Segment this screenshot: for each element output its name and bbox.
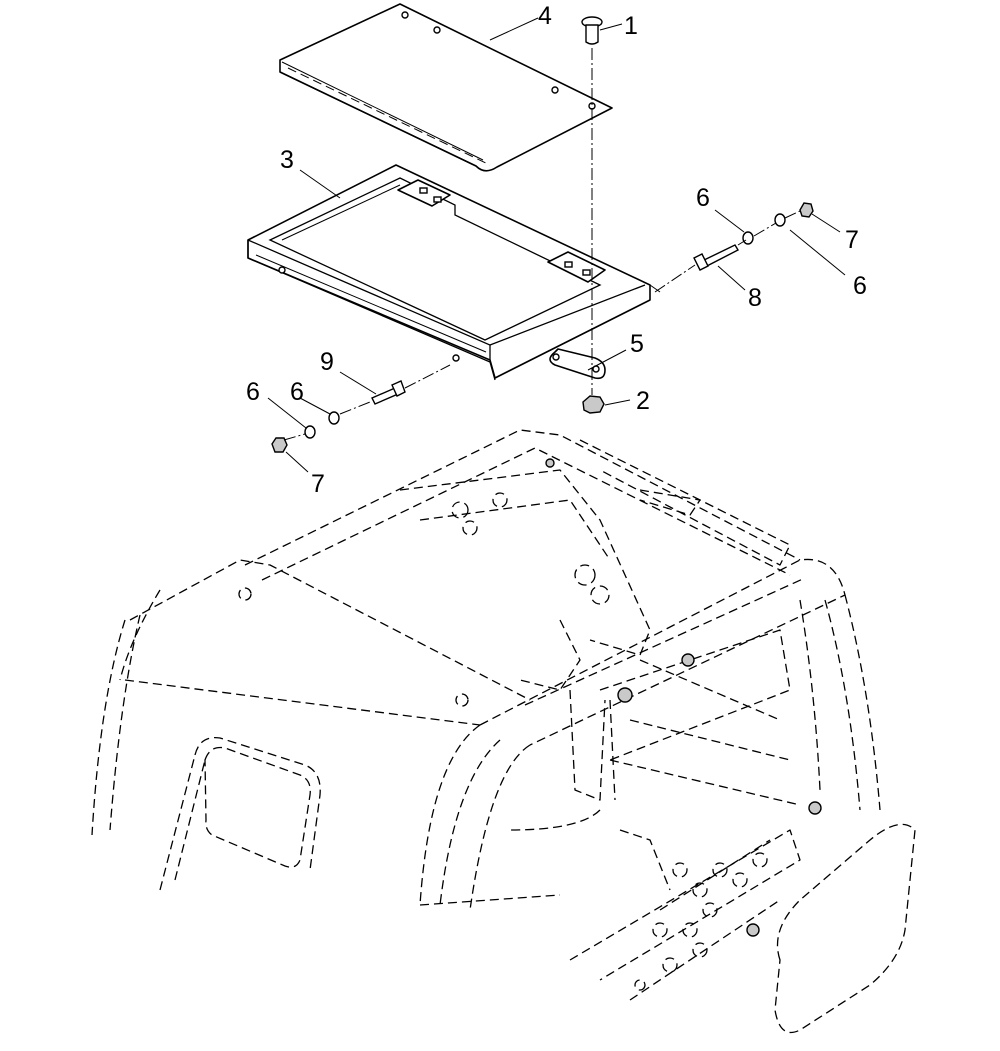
callout-6-right-upper: 6 (696, 184, 710, 212)
washers-right (742, 213, 786, 245)
part-4-top-cover (279, 3, 613, 172)
part-2-nut (582, 395, 605, 414)
callout-1: 1 (624, 12, 638, 40)
callout-6-left-outer: 6 (246, 378, 260, 406)
cab-frame-phantom (91, 429, 916, 1034)
callout-9: 9 (320, 348, 334, 376)
callout-4: 4 (538, 2, 552, 30)
washers-left (304, 411, 340, 439)
assembly-axes (283, 48, 801, 441)
callout-labels: 1 4 3 5 2 6 7 6 8 9 6 6 7 (246, 2, 867, 498)
part-7-nut-left (271, 437, 288, 453)
callout-6-left-inner: 6 (290, 378, 304, 406)
callout-8: 8 (748, 284, 762, 312)
part-5-link-plate (549, 348, 606, 380)
callout-7-left: 7 (311, 470, 325, 498)
callout-6-right-lower: 6 (853, 272, 867, 300)
leader-lines (267, 17, 846, 473)
part-9-bolt (371, 380, 406, 405)
callout-7-right: 7 (845, 226, 859, 254)
part-1-pin (581, 16, 603, 45)
part-3-seat-tray (247, 164, 661, 381)
part-8-bolt (693, 244, 739, 271)
callout-5: 5 (630, 330, 644, 358)
callout-2: 2 (636, 387, 650, 415)
callout-3: 3 (280, 146, 294, 174)
part-7-nut-right (799, 202, 814, 218)
